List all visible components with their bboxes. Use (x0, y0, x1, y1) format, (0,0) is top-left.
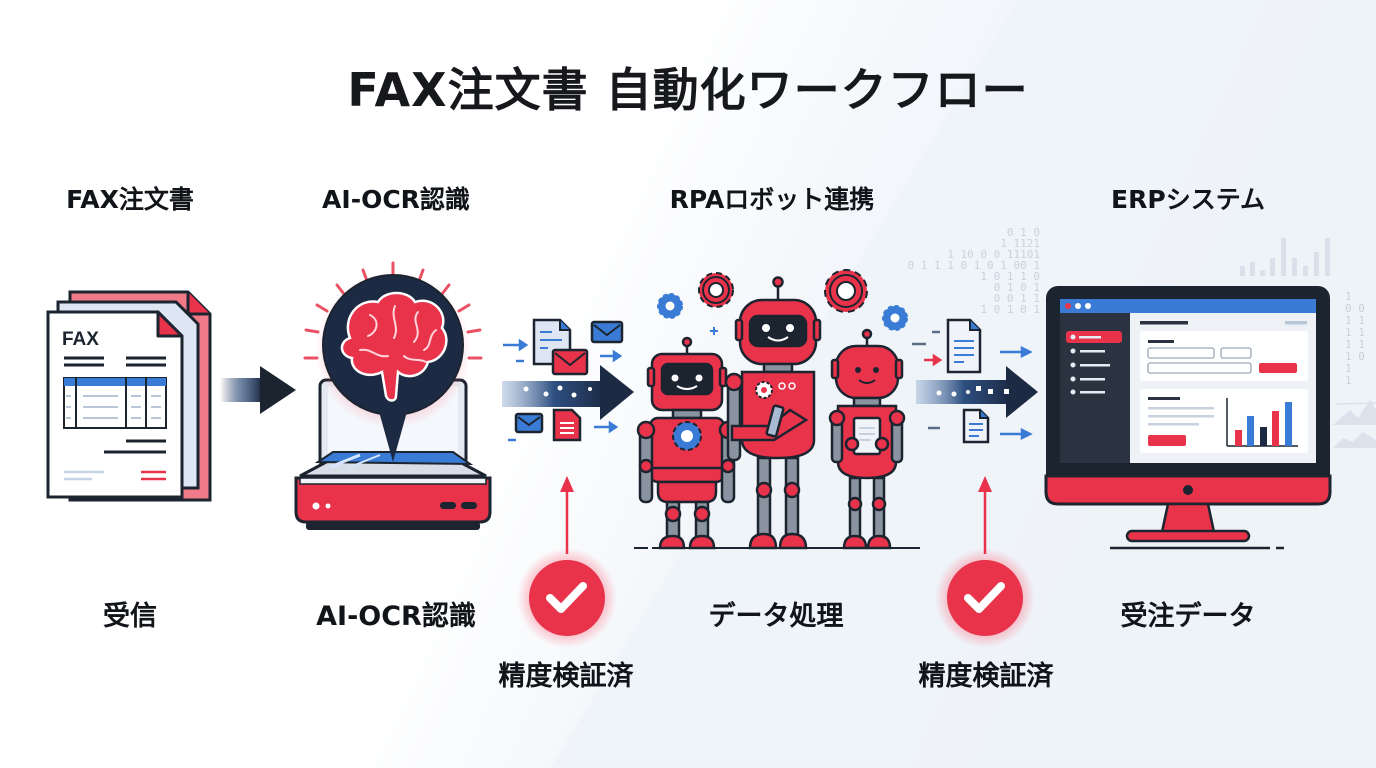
flow-arrow-icon (220, 366, 296, 414)
step-label-receive: 受信 (103, 601, 157, 632)
check-label-2: 精度検証済 (918, 661, 1054, 692)
data-transfer-icons-2 (912, 318, 1038, 444)
binary-text: 1 1 (1345, 326, 1365, 339)
fax-document-stack-icon: FAX (46, 290, 212, 502)
gear-icon (882, 305, 908, 331)
binary-text: 1 10 0 0 11101 (947, 248, 1040, 261)
fax-header-text: FAX (62, 329, 99, 350)
stage-label-rpa: RPAロボット連携 (669, 185, 875, 214)
robots-team-icon (634, 269, 920, 550)
stage-label-fax: FAX注文書 (66, 185, 194, 214)
gear-icon (657, 293, 683, 319)
check-circle-icon (517, 476, 617, 648)
data-transfer-icons (502, 318, 634, 442)
stage-label-erp: ERPシステム (1111, 185, 1265, 214)
binary-text: 0 1 1 1 0 1 0 1 00 1 (908, 259, 1040, 272)
binary-text: 1 1 (1345, 338, 1365, 351)
binary-text: 1 1 (1345, 314, 1365, 327)
erp-mini-bar-chart (1226, 398, 1298, 447)
page-title: FAX注文書 自動化ワークフロー (347, 63, 1029, 117)
step-label-order-data: 受注データ (1120, 601, 1256, 632)
binary-decoration-right: 10 01 11 11 11 011 (1345, 290, 1365, 387)
binary-text: 1 (1345, 290, 1352, 303)
binary-text: 1 1121 (1000, 237, 1040, 250)
erp-monitor-icon (1044, 286, 1332, 550)
binary-text: 1 (1345, 374, 1352, 387)
step-label-ocr: AI-OCR認識 (316, 601, 476, 632)
gear-icon (698, 272, 734, 308)
brain-scanner-icon (294, 261, 492, 530)
gear-icon (824, 269, 868, 313)
binary-text: 0 1 0 (1007, 226, 1040, 239)
binary-text: 0 0 1 1 (994, 292, 1040, 305)
binary-text: 1 0 1 1 0 (980, 270, 1040, 283)
binary-text: 1 (1345, 362, 1352, 375)
binary-text: 1 0 1 0 1 (980, 303, 1040, 316)
check-label-1: 精度検証済 (498, 661, 634, 692)
binary-text: 0 1 0 1 (994, 281, 1040, 294)
background-mountain-chart (1333, 400, 1376, 448)
binary-text: 0 0 (1345, 302, 1365, 315)
binary-text: 1 0 (1345, 350, 1365, 363)
step-label-data-processing: データ処理 (708, 601, 844, 632)
check-circle-icon (935, 476, 1035, 648)
background-bar-chart (1240, 238, 1330, 276)
stage-label-ocr: AI-OCR認識 (322, 185, 470, 214)
